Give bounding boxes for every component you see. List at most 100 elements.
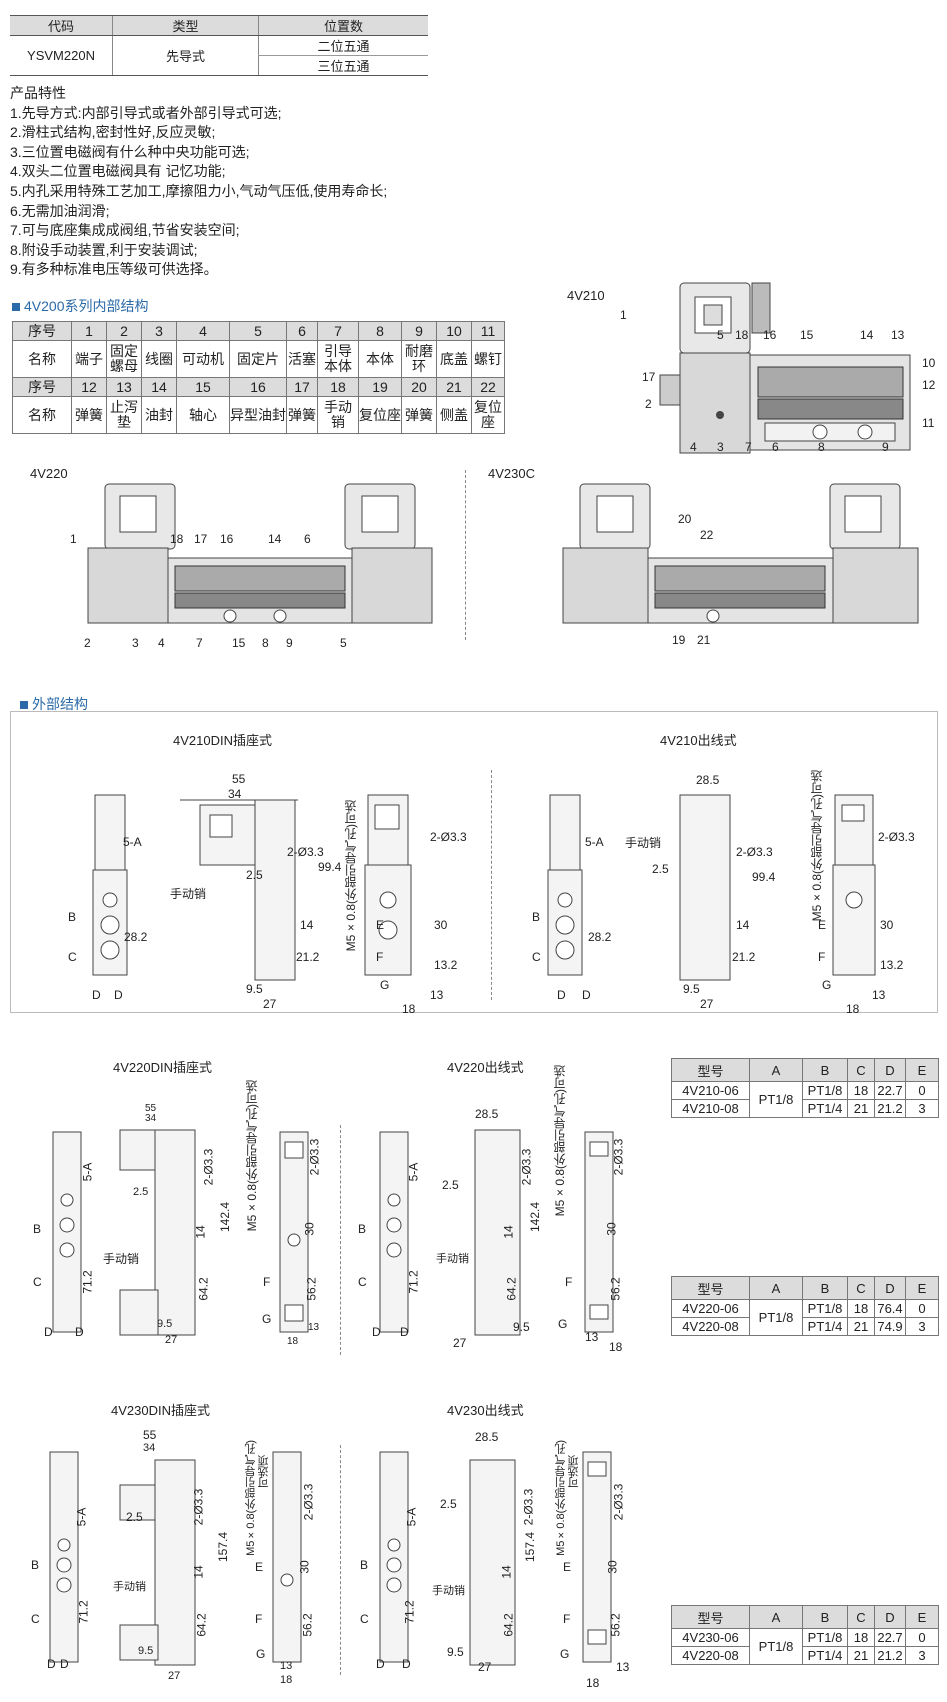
dimension-label: 2.5	[126, 1510, 143, 1524]
dimension-label: F	[263, 1275, 271, 1289]
part-name: 螺钉	[471, 340, 505, 378]
dimension-label: 27	[165, 1334, 178, 1346]
part-name: 止泻垫	[106, 396, 142, 434]
section-marker-icon	[12, 303, 20, 312]
drawing-title: 4V230DIN插座式	[111, 1403, 210, 1418]
valve-end-view	[272, 1451, 302, 1663]
dimension-label: 13	[280, 1660, 293, 1672]
callout-label: 4	[690, 440, 697, 454]
part-name: 复位座	[471, 396, 505, 434]
valve-end-view	[364, 794, 412, 976]
dimension-label: 18	[287, 1336, 299, 1347]
part-name: 弹簧	[401, 396, 437, 434]
callout-label: 18	[170, 532, 184, 546]
spec-cell: 21	[847, 1099, 875, 1118]
dimension-label: 14	[499, 1565, 514, 1579]
dimension-label: 56.2	[608, 1613, 623, 1637]
dimension-label: 5-A	[404, 1507, 419, 1527]
callout-label: 5	[340, 636, 347, 650]
divider	[340, 1125, 341, 1355]
features-title: 产品特性	[10, 85, 66, 101]
spec-cell: 0	[905, 1081, 939, 1100]
dimension-label: G	[262, 1312, 272, 1326]
divider	[491, 770, 492, 1000]
dimension-label: 2-Ø3.3	[191, 1488, 206, 1526]
callout-label: 3	[717, 440, 724, 454]
dimension-label: 2.5	[442, 1178, 459, 1192]
callout-label: 7	[196, 636, 203, 650]
part-name: 底盖	[436, 340, 472, 378]
dimension-label: 13	[430, 988, 444, 1002]
part-number: 4	[176, 321, 230, 341]
dimension-label: 2.5	[133, 1186, 149, 1198]
dimension-label: B	[33, 1222, 42, 1236]
part-name: 侧盖	[436, 396, 472, 434]
spec-cell: PT1/8	[802, 1081, 848, 1100]
dimension-label: 18	[402, 1002, 416, 1016]
callout-label: 17	[194, 532, 208, 546]
callout-label: 8	[262, 636, 269, 650]
dimension-label: B	[532, 910, 541, 924]
dimension-label: 9.5	[683, 982, 700, 996]
dimension-label: D	[400, 1325, 409, 1339]
dimension-label: 34	[145, 1113, 157, 1124]
callout-label: 14	[268, 532, 282, 546]
spec-header: B	[802, 1058, 848, 1082]
dimension-label: 2-Ø3.3	[307, 1138, 322, 1176]
part-name: 手动销	[317, 396, 359, 434]
valve-front-view	[547, 794, 583, 976]
dimension-label: F	[563, 1612, 571, 1626]
spec-cell: 18	[847, 1299, 875, 1318]
diagram-title-4v210: 4V210	[567, 288, 605, 303]
spec-cell: 4V220-08	[671, 1317, 750, 1336]
dimension-label: 64.2	[501, 1613, 516, 1637]
feature-item: 2.滑柱式结构,密封性好,反应灵敏;	[10, 124, 216, 141]
dimension-label: 14	[300, 918, 314, 932]
valve-end-view	[279, 1131, 309, 1333]
feature-item: 9.有多种标准电压等级可供选择。	[10, 261, 218, 278]
spec-cell: 0	[905, 1628, 939, 1647]
dimension-label: E	[818, 918, 827, 932]
dimension-label: 27	[263, 997, 277, 1011]
callout-label: 3	[132, 636, 139, 650]
dimension-label: 可选项	[258, 1455, 270, 1488]
dimension-label: 99.4	[318, 860, 342, 874]
dimension-label: 2-Ø3.3	[430, 830, 467, 844]
callout-label: 18	[735, 328, 749, 342]
dimension-label: M5×0.8(外部引导气孔)可选	[810, 770, 824, 922]
dimension-label: E	[255, 1560, 264, 1574]
callout-label: 11	[922, 416, 935, 430]
dimension-label: F	[255, 1612, 263, 1626]
product-code-table: 代码 类型 位置数 YSVM220N 先导式 二位五通 三位五通	[10, 15, 428, 76]
dimension-label: 手动销	[625, 836, 662, 850]
dimension-label: E	[376, 918, 385, 932]
spec-header: E	[905, 1058, 939, 1082]
parts-table: 序号 1 2 3 4 5 6 7 8 9 10 11 名称 端子 固定螺母 线圈…	[12, 321, 505, 434]
dimension-label: 30	[604, 1222, 619, 1236]
callout-label: 8	[818, 440, 825, 454]
part-number: 19	[358, 377, 402, 397]
part-number: 13	[106, 377, 142, 397]
dimension-label: 34	[143, 1442, 156, 1454]
dimension-label: 30	[880, 918, 894, 932]
valve-side-view	[119, 1459, 196, 1666]
spec-cell: PT1/4	[802, 1646, 848, 1665]
part-number: 7	[317, 321, 359, 341]
callout-label: 16	[763, 328, 777, 342]
dimension-label: 13	[308, 1322, 320, 1333]
dimension-label: 18	[846, 1002, 860, 1016]
dimension-label: D	[114, 988, 123, 1002]
spec-header: D	[874, 1058, 906, 1082]
feature-item: 4.双头二位置电磁阀具有 记忆功能;	[10, 163, 226, 180]
dimension-label: M5×0.8(外部引导气孔)可选	[245, 1080, 259, 1232]
spec-header: E	[905, 1605, 939, 1629]
valve-front-view	[52, 1131, 82, 1333]
dimension-label: D	[402, 1657, 411, 1671]
feature-item: 8.附设手动装置,利于安装调试;	[10, 241, 198, 258]
callout-label: 12	[922, 378, 936, 392]
dimension-label: 13	[585, 1330, 599, 1344]
dimension-label: G	[560, 1647, 570, 1661]
valve-4v230c-cross-section	[562, 483, 919, 624]
part-name: 弹簧	[286, 396, 318, 434]
dimension-label: 5-A	[74, 1507, 89, 1527]
